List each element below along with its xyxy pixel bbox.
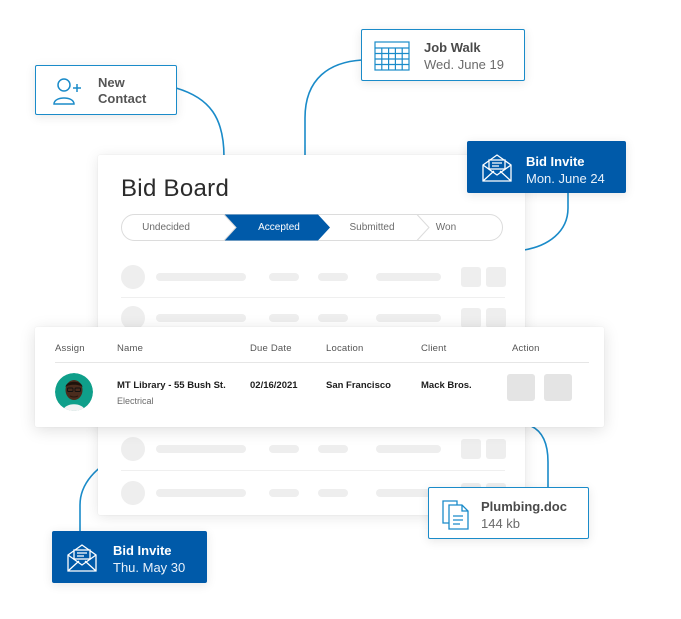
avatar[interactable] <box>55 373 93 411</box>
document-icon <box>441 497 471 536</box>
job-walk-title: Job Walk <box>424 40 481 55</box>
divider <box>121 297 505 298</box>
job-walk-card[interactable]: Job Walk Wed. June 19 <box>361 29 525 81</box>
column-header-name[interactable]: Name <box>117 343 144 354</box>
job-walk-date: Wed. June 19 <box>424 57 504 72</box>
bid-invite-top-date: Mon. June 24 <box>526 171 605 186</box>
bid-invite-bottom-title: Bid Invite <box>113 543 172 558</box>
placeholder-row <box>121 265 506 289</box>
row-location: San Francisco <box>326 380 391 391</box>
envelope-icon <box>66 543 98 578</box>
row-due-date: 02/16/2021 <box>250 380 298 391</box>
action-button[interactable] <box>507 374 535 401</box>
placeholder-row <box>121 437 506 461</box>
column-header-due-date[interactable]: Due Date <box>250 343 292 354</box>
stage-submitted[interactable]: Submitted <box>349 222 395 233</box>
column-header-location[interactable]: Location <box>326 343 364 354</box>
row-trade: Electrical <box>117 396 154 406</box>
new-contact-card[interactable]: New Contact <box>35 65 177 115</box>
header-divider <box>55 362 589 363</box>
row-name[interactable]: MT Library - 55 Bush St. <box>117 380 226 391</box>
stage-pipeline: Undecided Accepted Submitted Won <box>121 214 503 241</box>
page-title: Bid Board <box>121 175 230 202</box>
calendar-icon <box>374 41 410 76</box>
envelope-icon <box>481 153 513 188</box>
stage-pipeline-shape <box>121 214 503 241</box>
plumbing-doc-filename: Plumbing.doc <box>481 499 567 514</box>
new-contact-label-line2: Contact <box>98 91 147 106</box>
bid-invite-top-title: Bid Invite <box>526 154 585 169</box>
column-header-assign[interactable]: Assign <box>55 343 85 354</box>
plumbing-doc-card[interactable]: Plumbing.doc 144 kb <box>428 487 589 539</box>
stage-accepted[interactable]: Accepted <box>258 222 300 233</box>
column-header-client[interactable]: Client <box>421 343 447 354</box>
bid-invite-bottom-date: Thu. May 30 <box>113 560 186 575</box>
action-button[interactable] <box>544 374 572 401</box>
row-client: Mack Bros. <box>421 380 472 391</box>
bid-invite-card-bottom[interactable]: Bid Invite Thu. May 30 <box>52 531 207 583</box>
new-contact-label-line1: New <box>98 75 125 90</box>
add-user-icon <box>52 76 84 111</box>
stage-undecided[interactable]: Undecided <box>142 222 190 233</box>
bid-table: Assign Name Due Date Location Client Act… <box>35 327 604 427</box>
bid-invite-card-top[interactable]: Bid Invite Mon. June 24 <box>467 141 626 193</box>
divider <box>121 470 505 471</box>
stage-won[interactable]: Won <box>435 222 457 233</box>
plumbing-doc-size: 144 kb <box>481 516 521 531</box>
column-header-action[interactable]: Action <box>512 343 540 354</box>
placeholder-row <box>121 306 506 330</box>
